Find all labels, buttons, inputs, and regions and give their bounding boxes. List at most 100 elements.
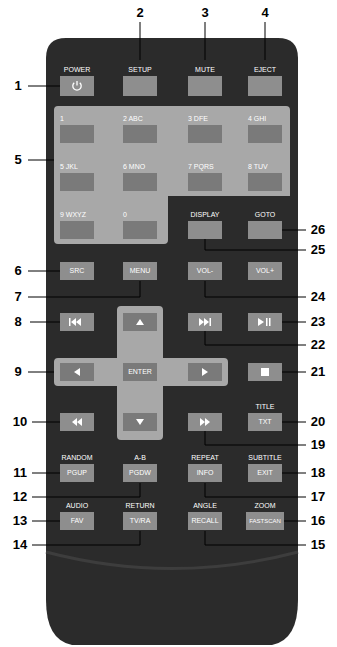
button-key: TV/RA (123, 512, 157, 530)
remote-button: 8 TUV (248, 163, 282, 191)
callout-number: 13 (13, 514, 27, 528)
remote-button: 3 DFE (188, 115, 222, 143)
button-label: 8 TUV (248, 163, 268, 171)
remote-button: RANDOMPGUP (60, 454, 94, 482)
remote-graphic (258, 318, 271, 326)
button-key (188, 76, 222, 96)
remote-graphic (202, 368, 208, 376)
remote-graphic (205, 331, 306, 345)
button-key: SRC (60, 262, 94, 280)
remote-graphic (28, 281, 140, 297)
remote-graphic (282, 473, 306, 474)
remote-graphic (123, 313, 157, 331)
callout-number: 23 (311, 315, 325, 329)
callout-number: 4 (261, 6, 268, 20)
button-label: GOTO (255, 211, 275, 219)
remote-graphic (282, 372, 306, 373)
callout-number: 25 (311, 243, 325, 257)
button-label: 7 PQRS (188, 163, 214, 171)
remote-body (46, 38, 298, 645)
remote-graphic (28, 271, 60, 272)
button-text: PGDW (129, 469, 151, 477)
button-label: POWER (64, 66, 90, 74)
remote-graphic (28, 160, 54, 161)
button-label: 3 DFE (188, 115, 208, 123)
remote-graphic (60, 413, 94, 431)
remote-button: 9 WXYZ (60, 211, 94, 239)
remote-button: SETUP (123, 66, 157, 96)
remote-button: RETURNTV/RA (123, 502, 157, 530)
button-key: MENU (123, 262, 157, 280)
callout-number: 22 (311, 338, 325, 352)
remote-button: 1 (60, 115, 94, 143)
remote-graphic (69, 318, 81, 326)
button-key (248, 125, 282, 143)
remote-graphic (205, 239, 306, 250)
button-text: ENTER (128, 368, 152, 376)
button-label: MUTE (195, 66, 215, 74)
button-key (60, 173, 94, 191)
button-key (248, 173, 282, 191)
button-label: A-B (134, 454, 146, 462)
remote-graphic (60, 363, 94, 381)
button-label: 2 ABC (123, 115, 143, 123)
callout-number: 16 (311, 514, 325, 528)
remote-graphic (60, 313, 94, 331)
remote-button: SRC (60, 262, 94, 280)
button-label: AUDIO (66, 502, 88, 510)
callout-number: 21 (311, 365, 325, 379)
remote-graphic (60, 413, 94, 431)
remote-graphic (60, 313, 94, 331)
remote-graphic (32, 422, 60, 423)
button-text: INFO (197, 469, 214, 477)
power-icon (73, 81, 81, 90)
remote-button: VOL- (188, 262, 222, 280)
remote-graphic (188, 363, 222, 381)
callout-number: 2 (136, 6, 143, 20)
remote-graphic (248, 363, 282, 381)
remote-graphic (205, 281, 306, 297)
remote-button: 7 PQRS (188, 163, 222, 191)
button-key: ENTER (123, 363, 157, 381)
remote-button: POWER (60, 66, 94, 96)
callout-number: 14 (13, 538, 27, 552)
remote-graphic (205, 431, 306, 445)
button-label: 6 MNO (123, 163, 145, 171)
button-key: FASTSCAN (246, 512, 284, 530)
remote-graphic (188, 413, 222, 431)
button-key (248, 76, 282, 96)
button-text: EXIT (257, 469, 273, 477)
remote-button: 2 ABC (123, 115, 157, 143)
button-key (188, 125, 222, 143)
button-label: SETUP (128, 66, 151, 74)
remote-graphic (188, 313, 222, 331)
remote-graphic (123, 413, 157, 431)
remote-button: REPEATINFO (188, 454, 222, 482)
callout-number: 7 (14, 290, 21, 304)
button-key: FAV (60, 512, 94, 530)
remote-graphic (60, 363, 94, 381)
button-key: VOL+ (248, 262, 282, 280)
button-label: 9 WXYZ (60, 211, 86, 219)
callout-number: 17 (311, 490, 325, 504)
callout-number: 6 (14, 264, 21, 278)
remote-graphic (205, 22, 206, 60)
callout-number: 18 (311, 466, 325, 480)
remote-graphic (248, 313, 282, 331)
remote-graphic (32, 521, 60, 522)
callout-number: 19 (311, 438, 325, 452)
button-text: SRC (70, 267, 85, 275)
button-text: TXT (258, 418, 271, 426)
remote-graphic (32, 531, 140, 545)
remote-button: 5 JKL (60, 163, 94, 191)
remote-graphic (282, 322, 306, 323)
button-key (123, 125, 157, 143)
button-text: VOL- (197, 267, 213, 275)
remote-button: VOL+ (248, 262, 282, 280)
button-text: PGUP (67, 469, 87, 477)
remote-graphic (199, 318, 211, 326)
remote-graphic (72, 418, 82, 426)
button-label: ANGLE (193, 502, 217, 510)
